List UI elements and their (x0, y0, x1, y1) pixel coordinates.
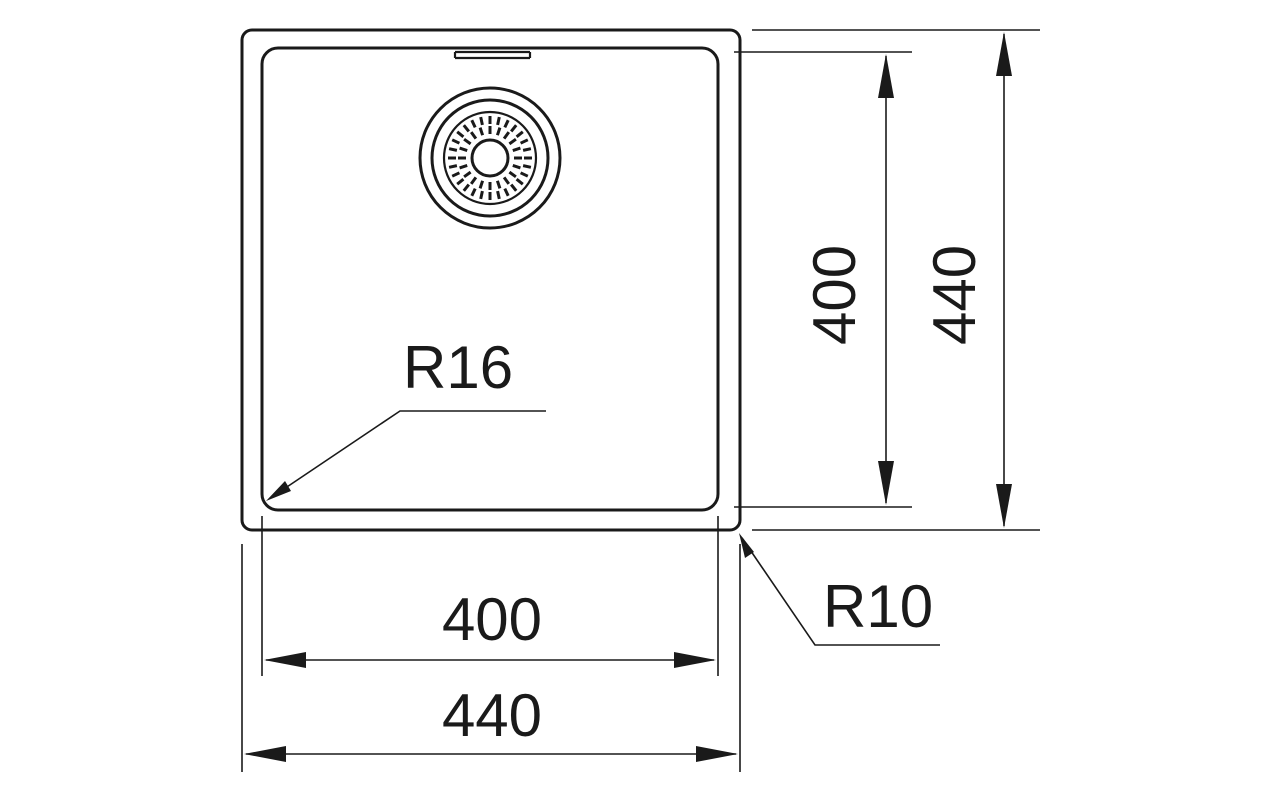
strainer-hole (496, 116, 501, 126)
drain-strainer-icon (418, 86, 562, 230)
inner-width-dimension: 400 (264, 586, 716, 668)
strainer-hole (479, 190, 484, 200)
inner-radius-label: R16 (403, 334, 513, 401)
strainer-hole (515, 130, 524, 138)
strainer-hole (456, 130, 465, 138)
strainer-hole (463, 170, 472, 179)
strainer-hole (462, 183, 470, 192)
strainer-hole (496, 190, 501, 200)
sink-outer-outline (240, 28, 742, 532)
strainer-hole (470, 119, 477, 129)
sink-inner-bowl (260, 46, 720, 512)
strainer-hole (522, 147, 532, 152)
strainer-hole (469, 131, 478, 140)
strainer-hole (495, 180, 502, 189)
strainer-hole (459, 146, 468, 153)
strainer-hole (510, 124, 518, 133)
strainer-hole (512, 163, 521, 170)
outer-width-label: 440 (442, 682, 542, 749)
inner-height-dimension: 400 (801, 54, 894, 505)
strainer-hole (512, 146, 521, 153)
strainer-hole (448, 147, 458, 152)
strainer-hole (522, 164, 532, 169)
inner-radius-callout: R16 (266, 334, 546, 501)
strainer-hole (502, 131, 511, 140)
strainer-hole (479, 116, 484, 126)
outer-height-dimension: 440 (921, 32, 1012, 528)
strainer-hole (515, 178, 524, 186)
outer-radius-callout: R10 (739, 533, 940, 646)
inner-width-label: 400 (442, 586, 542, 653)
strainer-hole (495, 127, 502, 136)
strainer-hole (456, 178, 465, 186)
strainer-hole (463, 137, 472, 146)
strainer-hole (519, 171, 529, 178)
strainer-hole (503, 119, 510, 129)
horizontal-extension-lines (241, 516, 741, 772)
strainer-hole (470, 187, 477, 197)
strainer-hole (478, 180, 485, 189)
overflow-slot (453, 50, 532, 60)
strainer-hole (469, 176, 478, 185)
strainer-hole (462, 124, 470, 133)
strainer-hole (510, 183, 518, 192)
outer-radius-label: R10 (823, 573, 933, 640)
outer-height-label: 440 (921, 245, 988, 345)
strainer-hole (459, 163, 468, 170)
strainer-hole (478, 127, 485, 136)
strainer-hole (502, 176, 511, 185)
strainer-hole (451, 171, 461, 178)
strainer-hole (508, 170, 517, 179)
strainer-hole (519, 138, 529, 145)
inner-height-label: 400 (801, 245, 868, 345)
strainer-hole (451, 138, 461, 145)
vertical-extension-lines (734, 29, 1040, 531)
outer-width-dimension: 440 (244, 682, 738, 762)
strainer-hole (503, 187, 510, 197)
strainer-hole (508, 137, 517, 146)
strainer-hole (448, 164, 458, 169)
